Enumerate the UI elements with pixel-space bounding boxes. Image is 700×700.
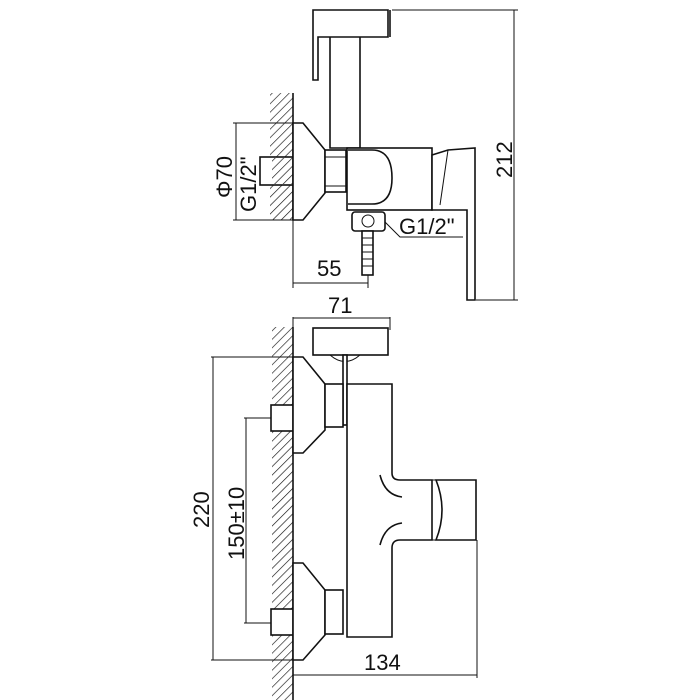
flange — [292, 122, 326, 221]
outlet-thread-label: G1/2" — [399, 214, 455, 239]
hex-nut — [324, 149, 347, 193]
wall-thread-upper — [270, 404, 294, 432]
knob — [434, 479, 477, 541]
width-dim-71: 71 — [328, 293, 352, 318]
lower-flange — [292, 562, 326, 661]
hand-spray — [312, 9, 391, 149]
upper-nut — [324, 383, 344, 428]
wall-thread-label: G1/2" — [236, 156, 261, 212]
front-view: 71 220 150±10 134 — [189, 293, 478, 700]
valve-body — [346, 147, 433, 211]
projection-dim-55: 55 — [317, 256, 341, 281]
lower-nut — [324, 589, 344, 635]
wall-hatch-bottom — [272, 327, 293, 700]
total-height-dim-220: 220 — [189, 491, 214, 528]
height-dim-212: 212 — [492, 141, 517, 178]
handle — [312, 327, 389, 356]
side-view: G1/2" 212 Φ70 G1/2" 55 — [212, 9, 518, 301]
center-distance-dim: 150±10 — [224, 487, 249, 560]
wall-thread-top — [259, 156, 294, 186]
flange-diameter-label: Φ70 — [212, 156, 237, 198]
mixer-body — [346, 383, 433, 638]
depth-dim-134: 134 — [364, 650, 401, 675]
hose-connector — [351, 211, 386, 276]
upper-flange — [292, 356, 326, 454]
wall-thread-lower — [270, 608, 294, 636]
